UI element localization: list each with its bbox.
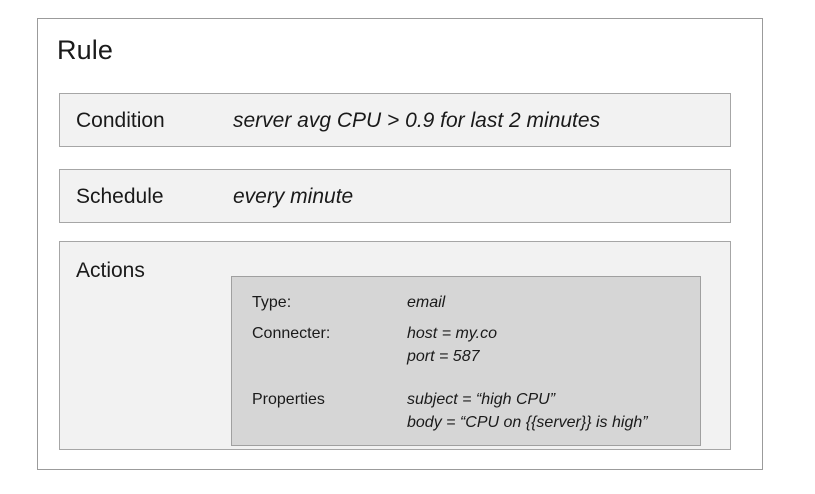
schedule-row: Schedule every minute bbox=[59, 169, 731, 223]
action-properties-body: body = “CPU on {{server}} is high” bbox=[407, 414, 648, 431]
action-connecter-key: Connecter: bbox=[252, 325, 331, 342]
actions-label: Actions bbox=[76, 259, 145, 282]
action-properties-item: Properties subject = “high CPU” body = “… bbox=[252, 388, 690, 434]
action-properties-values: subject = “high CPU” body = “CPU on {{se… bbox=[407, 388, 690, 434]
action-connecter-values: host = my.co port = 587 bbox=[407, 322, 690, 368]
schedule-label: Schedule bbox=[76, 185, 164, 208]
action-type-key: Type: bbox=[252, 294, 292, 311]
action-type-value: email bbox=[407, 294, 446, 311]
action-type-values: email bbox=[407, 291, 690, 314]
condition-label: Condition bbox=[76, 109, 165, 132]
action-properties-subject: subject = “high CPU” bbox=[407, 391, 556, 408]
page-title: Rule bbox=[57, 35, 113, 65]
action-connecter-item: Connecter: host = my.co port = 587 bbox=[252, 322, 690, 368]
action-detail-grid: Type: email Connecter: host = my.co port… bbox=[252, 291, 690, 434]
action-detail-box: Type: email Connecter: host = my.co port… bbox=[231, 276, 701, 446]
action-properties-key: Properties bbox=[252, 391, 325, 408]
action-connecter-port: port = 587 bbox=[407, 348, 480, 365]
rule-card: Rule Condition server avg CPU > 0.9 for … bbox=[37, 18, 763, 470]
action-connecter-host: host = my.co bbox=[407, 325, 497, 342]
schedule-value: every minute bbox=[233, 185, 354, 208]
condition-row: Condition server avg CPU > 0.9 for last … bbox=[59, 93, 731, 147]
actions-row: Actions Type: email Connecter: host = my… bbox=[59, 241, 731, 450]
condition-value: server avg CPU > 0.9 for last 2 minutes bbox=[233, 109, 601, 132]
action-type-item: Type: email bbox=[252, 291, 690, 314]
